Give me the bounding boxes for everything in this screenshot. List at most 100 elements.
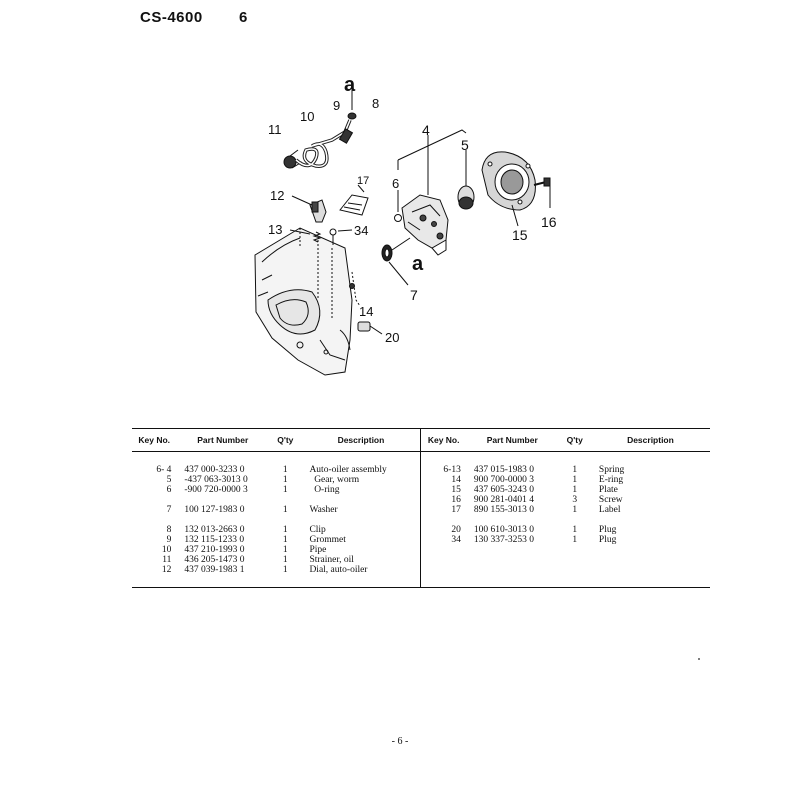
callout-15: 15 bbox=[512, 227, 528, 243]
cell-qty: 1 bbox=[572, 475, 578, 485]
cell-key: 16 bbox=[451, 495, 461, 505]
cell-key: 14 bbox=[451, 475, 461, 485]
part-11-strainer-drawing bbox=[283, 149, 303, 169]
header-qty: Q'ty bbox=[558, 428, 591, 452]
cell-key: 9 bbox=[166, 535, 172, 545]
cell-desc: Plate bbox=[598, 485, 618, 495]
cell-qty: 1 bbox=[572, 535, 578, 545]
cell-desc: Screw bbox=[598, 495, 623, 505]
cell-part: 132 115-1233 0 bbox=[184, 535, 245, 545]
header-description: Description bbox=[301, 428, 421, 452]
cell-part: 437 000-3233 0 bbox=[184, 465, 245, 475]
cell-qty: 1 bbox=[282, 525, 288, 535]
group-spacer bbox=[132, 495, 176, 505]
cell-key: 20 bbox=[451, 525, 461, 535]
group-spacer bbox=[466, 515, 559, 525]
group-spacer bbox=[176, 515, 269, 525]
group-spacer bbox=[269, 515, 301, 525]
connection-marker-a-top: a bbox=[344, 74, 356, 96]
cell-desc: Grommet bbox=[309, 535, 346, 545]
cell-key: 10 bbox=[161, 545, 172, 555]
part-8-clip-drawing bbox=[347, 112, 357, 120]
callout-10: 10 bbox=[300, 109, 314, 124]
cell-desc: Pipe bbox=[309, 545, 327, 555]
cell-key: 15 bbox=[451, 485, 461, 495]
cell-part: 900 700-0000 3 bbox=[473, 475, 535, 485]
cell-part: 890 155-3013 0 bbox=[473, 505, 535, 515]
cell-qty: 1 bbox=[572, 525, 578, 535]
header-part-number: Part Number bbox=[465, 428, 559, 452]
cell-key: 6 bbox=[166, 485, 172, 495]
cell-desc: Strainer, oil bbox=[309, 555, 354, 565]
cell-qty: 1 bbox=[572, 485, 578, 495]
cell-qty: 1 bbox=[282, 505, 288, 515]
cell-qty: 1 bbox=[282, 565, 288, 575]
scan-speck bbox=[698, 658, 700, 660]
part-4-auto-oiler-pump-drawing bbox=[397, 129, 467, 256]
cell-part: 100 610-3013 0 bbox=[473, 525, 535, 535]
page-footer-number: - 6 - bbox=[391, 736, 409, 747]
callout-6: 6 bbox=[392, 176, 399, 191]
cell-desc: O-ring bbox=[309, 485, 340, 495]
cell-desc: Plug bbox=[598, 535, 617, 545]
group-spacer bbox=[269, 495, 301, 505]
callout-7: 7 bbox=[410, 287, 418, 303]
cell-part: 437 039-1983 1 bbox=[184, 565, 245, 575]
callout-9: 9 bbox=[333, 98, 340, 113]
cell-desc: Gear, worm bbox=[309, 475, 360, 485]
header-key-no: Key No. bbox=[420, 428, 466, 452]
cell-qty: 1 bbox=[282, 465, 288, 475]
header-key-no: Key No. bbox=[132, 428, 177, 452]
part-34-plug-drawing bbox=[329, 228, 353, 245]
cell-key: 17 bbox=[451, 505, 461, 515]
crankcase-housing-drawing bbox=[254, 227, 353, 376]
part-7-washer-drawing bbox=[381, 237, 411, 286]
cell-desc: Clip bbox=[309, 525, 326, 535]
header-part-number: Part Number bbox=[176, 428, 270, 452]
callout-11: 11 bbox=[268, 122, 282, 137]
group-spacer bbox=[559, 515, 591, 525]
parts-list-table: Key No. Part Number Q'ty Description Key… bbox=[132, 428, 710, 588]
cell-part: 437 210-1993 0 bbox=[184, 545, 245, 555]
exploded-parts-diagram: 4 5 6 7 8 9 10 11 12 13 14 15 16 17 20 3… bbox=[254, 74, 557, 376]
callout-17: 17 bbox=[357, 175, 369, 187]
cell-key: 34 bbox=[451, 535, 461, 545]
cell-desc: Label bbox=[598, 505, 621, 515]
part-5-worm-gear-drawing bbox=[457, 150, 475, 210]
part-20-plug-drawing bbox=[357, 321, 383, 335]
connection-marker-a-mid: a bbox=[412, 253, 424, 275]
cell-key: 11 bbox=[162, 555, 172, 565]
callout-12: 12 bbox=[270, 188, 284, 203]
cell-qty: 1 bbox=[282, 555, 288, 565]
cell-qty: 1 bbox=[282, 485, 288, 495]
cell-desc: Auto-oiler assembly bbox=[309, 465, 387, 475]
cell-part: 130 337-3253 0 bbox=[473, 535, 535, 545]
group-spacer bbox=[176, 495, 269, 505]
group-spacer bbox=[132, 515, 176, 525]
cell-part: 437 015-1983 0 bbox=[473, 465, 535, 475]
callout-13: 13 bbox=[268, 222, 282, 237]
callout-14: 14 bbox=[359, 304, 373, 319]
callout-16: 16 bbox=[541, 214, 557, 230]
cell-part: 436 205-1473 0 bbox=[184, 555, 245, 565]
cell-part: 437 605-3243 0 bbox=[473, 485, 535, 495]
part-10-pipe-drawing bbox=[294, 119, 352, 168]
callout-8: 8 bbox=[372, 96, 379, 111]
cell-key: 5 bbox=[166, 475, 172, 485]
cell-part: 100 127-1983 0 bbox=[184, 505, 245, 515]
cell-key: 8 bbox=[166, 525, 172, 535]
header-description: Description bbox=[590, 428, 710, 452]
callout-4: 4 bbox=[422, 122, 430, 138]
cell-key: 12 bbox=[161, 565, 172, 575]
part-14-e-ring-drawing bbox=[349, 283, 355, 289]
group-spacer bbox=[421, 515, 465, 525]
part-9-grommet-drawing bbox=[338, 128, 354, 144]
page-section-number: 6 bbox=[239, 9, 248, 26]
